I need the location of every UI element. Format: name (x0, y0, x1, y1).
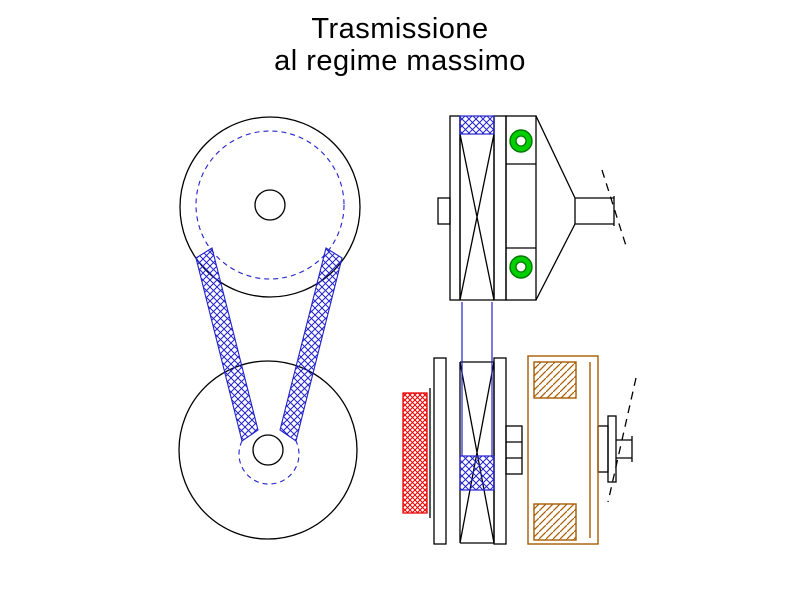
belt-pitch-circle-dashed (195, 130, 345, 280)
roller-top (509, 129, 533, 153)
driven-hub (505, 425, 523, 475)
title-line-2: al regime massimo (274, 45, 526, 77)
title-line-1: Trasmissione (311, 13, 488, 45)
driven-pulley-outline (178, 360, 358, 540)
clutch-shoe-bottom (533, 503, 577, 541)
side-view (402, 115, 637, 545)
belt-section-bottom-inner-radius (459, 455, 495, 491)
driven-axis-break-dashed (607, 377, 637, 503)
roller-bottom-bore (515, 261, 527, 273)
roller-bottom (509, 255, 533, 279)
driven-pulley-section (402, 355, 637, 545)
belt-bottom-wrap-dashed (238, 440, 300, 485)
clutch-drum-outline (527, 355, 599, 545)
belt-section-top-outer-radius (459, 115, 495, 135)
driven-fixed-flange (433, 357, 447, 545)
drive-pulley-section-lines (459, 115, 615, 301)
drive-pulley-outline (179, 116, 361, 298)
front-belt (195, 130, 345, 485)
drive-pulley-section (437, 115, 628, 301)
roller-housing (505, 115, 537, 301)
driven-shaft-end-cap (607, 415, 617, 483)
driven-pulley-section-lines (429, 361, 633, 544)
roller-top-bore (515, 135, 527, 147)
centrifugal-clutch (527, 355, 599, 545)
belt-right-run (279, 247, 343, 442)
belt-left-run (195, 247, 259, 442)
front-view (178, 116, 361, 540)
contrast-spring (402, 392, 428, 514)
clutch-shoe-top (533, 361, 577, 399)
spring-section (402, 392, 428, 514)
drive-pulley-shaft-hole (254, 189, 286, 221)
side-belt (459, 115, 495, 491)
title: Trasmissione al regime massimo (274, 13, 526, 77)
driven-pulley-shaft-hole (252, 434, 284, 466)
